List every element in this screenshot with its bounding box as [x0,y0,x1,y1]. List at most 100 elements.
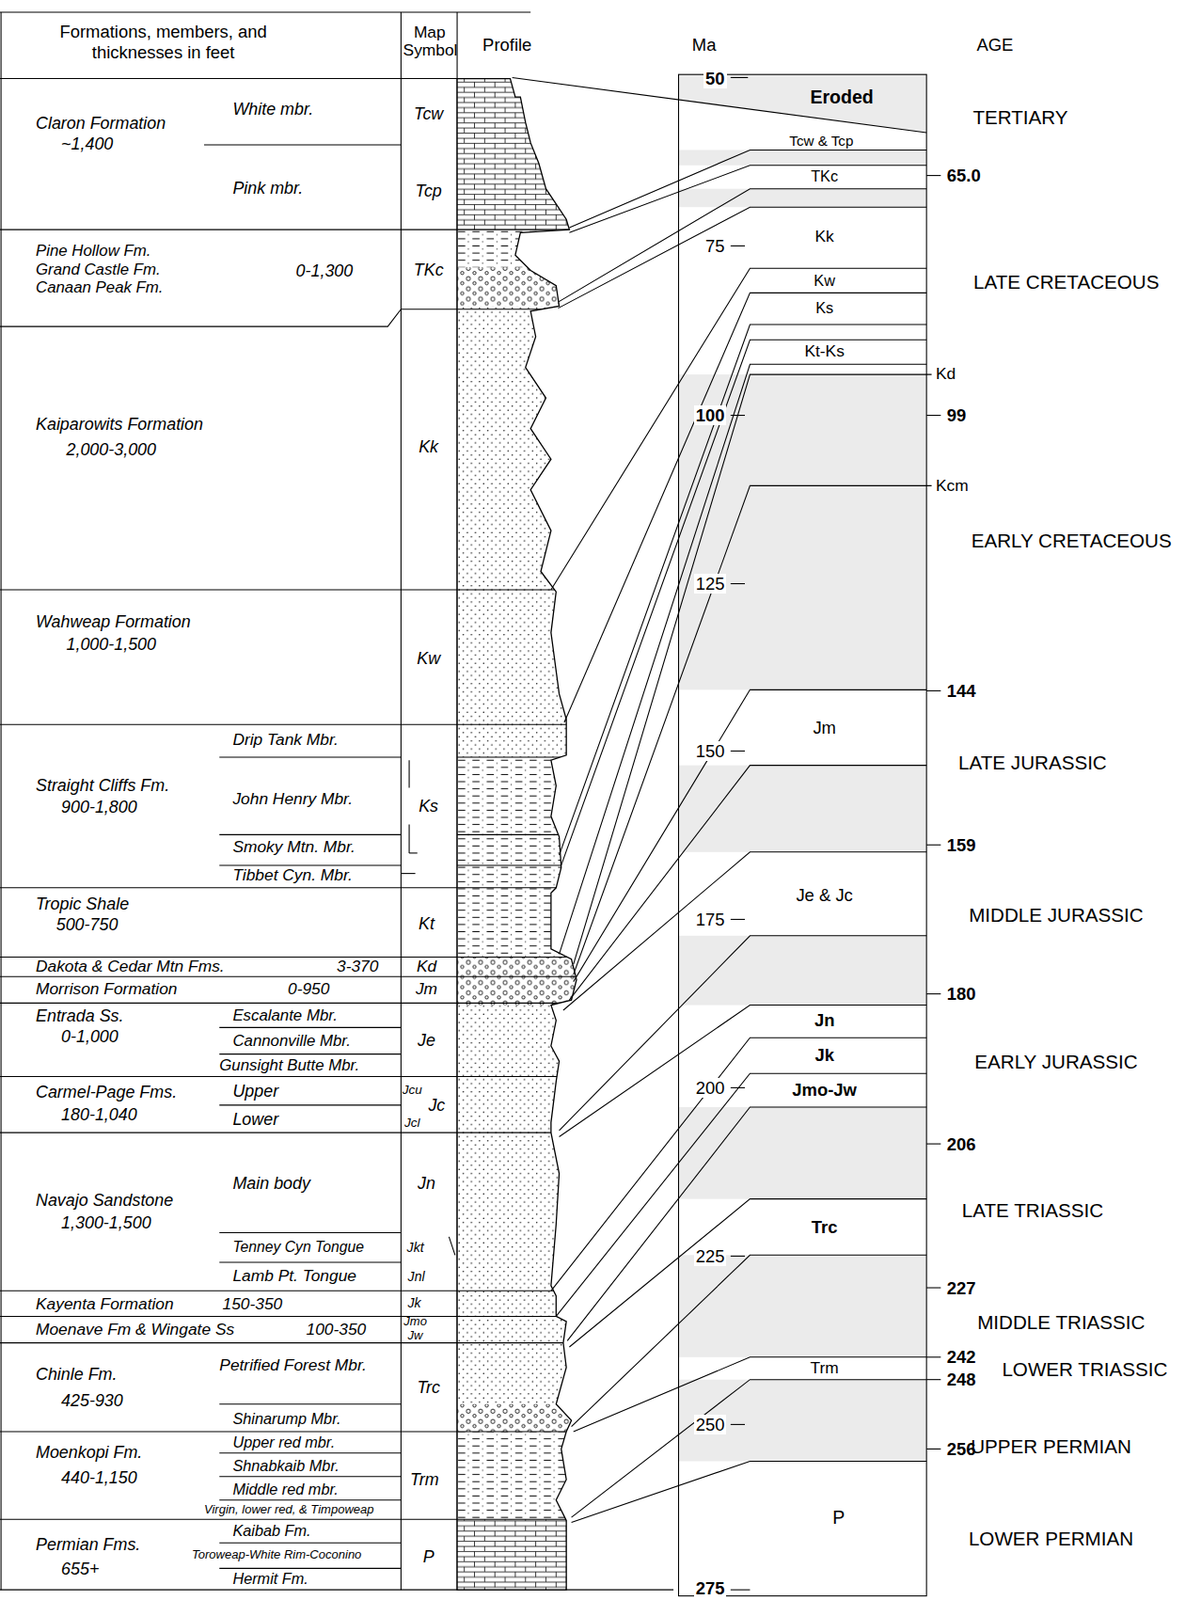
column-header: Formations, members, and thicknesses in … [35,21,291,62]
age-number: 225 [694,1246,727,1266]
table-cell: Tenney Cyn Tongue [232,1238,364,1256]
table-cell: Jc [427,1095,445,1116]
unit-label: Kd [935,364,956,384]
time-bar [678,74,927,1596]
table-cell: Virgin, lower red, & Timpoweap [204,1502,375,1518]
table-cell: Jw [408,1328,424,1344]
table-cell: Shnabkaib Mbr. [232,1456,339,1475]
table-cell: Smoky Mtn. Mbr. [232,837,356,857]
column-header: Profile [482,34,532,55]
table-cell: Jcl [404,1115,421,1131]
age-number: 175 [694,909,727,930]
table-cell: Trm [410,1469,439,1490]
table-cell: Jmo [403,1314,427,1329]
unit-label: Trc [811,1216,838,1237]
boundary-age: 144 [947,680,977,701]
column-header: Ma [692,34,717,55]
table-cell: Upper red mbr. [232,1433,335,1452]
table-cell: Canaan Peak Fm. [35,278,164,297]
boundary-age: 206 [947,1134,977,1154]
table-cell: Moenkopi Fm. [35,1442,143,1463]
table-cell: Kw [416,648,441,669]
table-cell: Tropic Shale [35,894,129,915]
table-cell: Hermit Fm. [232,1569,308,1588]
table-cell: Kaibab Fm. [232,1521,311,1540]
age-number: 50 [703,68,727,89]
table-cell: 655+ [61,1559,99,1580]
table-cell: P [423,1547,435,1567]
table-cell: 150-350 [222,1295,284,1314]
table-cell: Dakota & Cedar Mtn Fms. [35,957,225,977]
age-number: 150 [694,741,727,761]
unit-label: P [832,1506,845,1528]
table-cell: 1,300-1,500 [61,1213,152,1233]
table-cell: Middle red mbr. [232,1480,338,1499]
table-cell: Tcw [413,104,443,125]
table-cell: Main body [232,1173,311,1194]
table-cell: Je [417,1030,436,1051]
boundary-age: 180 [947,983,977,1004]
table-cell: Permian Fms. [35,1534,141,1555]
table-cell: Pink mbr. [232,178,303,199]
table-cell: 500-750 [56,915,119,935]
table-cell: Shinarump Mbr. [232,1409,341,1428]
boundary-age: 159 [947,835,977,855]
table-cell: Pine Hollow Fm. [35,241,151,260]
boundary-age: 248 [947,1369,977,1390]
table-cell: Tcp [415,181,443,202]
table-grid [0,12,674,1590]
unit-label: Eroded [810,86,874,108]
table-cell: Kk [418,437,439,458]
unit-label: Jm [812,717,837,738]
table-cell: 440-1,150 [61,1468,138,1488]
period-name: MIDDLE TRIASSIC [977,1311,1145,1334]
column-header: AGE [976,34,1013,55]
table-cell: 0-1,000 [61,1027,119,1047]
unit-label: Ks [815,299,834,317]
unit-label: Kcm [935,476,969,496]
table-cell: Ks [418,796,439,817]
period-name: LOWER TRIASSIC [1001,1358,1168,1381]
period-name: EARLY CRETACEOUS [971,529,1172,553]
leader-lines [512,77,933,1522]
unit-label: Jn [814,1010,836,1030]
table-cell: Tibbet Cyn. Mbr. [232,866,353,885]
period-name: LATE JURASSIC [958,751,1107,775]
table-cell: 0-1,300 [296,261,354,282]
scale-ticks [730,77,942,1590]
table-cell: Petrified Forest Mbr. [219,1356,367,1375]
boundary-age: 242 [947,1346,977,1367]
table-cell: Jk [407,1295,421,1311]
rock-profile [457,79,592,1591]
period-name: TERTIARY [972,106,1068,129]
table-cell: Gunsight Butte Mbr. [219,1056,360,1075]
table-cell: 0-950 [287,979,330,999]
table-cell: TKc [413,260,444,281]
age-number: 275 [694,1578,727,1598]
table-cell: Moenave Fm & Wingate Ss [35,1320,235,1340]
boundary-age: 65.0 [947,165,981,186]
table-cell: Kt [418,914,435,934]
table-cell: Lamb Pt. Tongue [232,1266,357,1286]
boundary-age: 99 [947,405,967,426]
table-cell: Straight Cliffs Fm. [35,775,170,796]
unit-label: Kw [813,271,836,290]
unit-label: Tcw & Tcp [789,132,854,149]
table-cell: Morrison Formation [35,979,178,999]
period-name: LATE CRETACEOUS [973,270,1159,294]
table-cell: Jkt [407,1239,425,1255]
table-cell: Navajo Sandstone [35,1190,174,1211]
unit-label: TKc [810,167,838,186]
table-cell: Jn [417,1173,436,1194]
column-header: Map Symbol [403,23,457,62]
table-cell: Wahweap Formation [35,612,191,633]
table-cell: 100-350 [306,1320,367,1340]
table-cell: Upper [232,1081,279,1102]
table-cell: Entrada Ss. [35,1006,124,1027]
table-cell: 425-930 [61,1390,124,1411]
unit-label: Trm [810,1359,839,1378]
table-cell: Cannonville Mbr. [232,1031,351,1050]
table-cell: 2,000-3,000 [66,440,158,460]
period-name: MIDDLE JURASSIC [968,903,1144,927]
age-number: 100 [694,405,727,426]
